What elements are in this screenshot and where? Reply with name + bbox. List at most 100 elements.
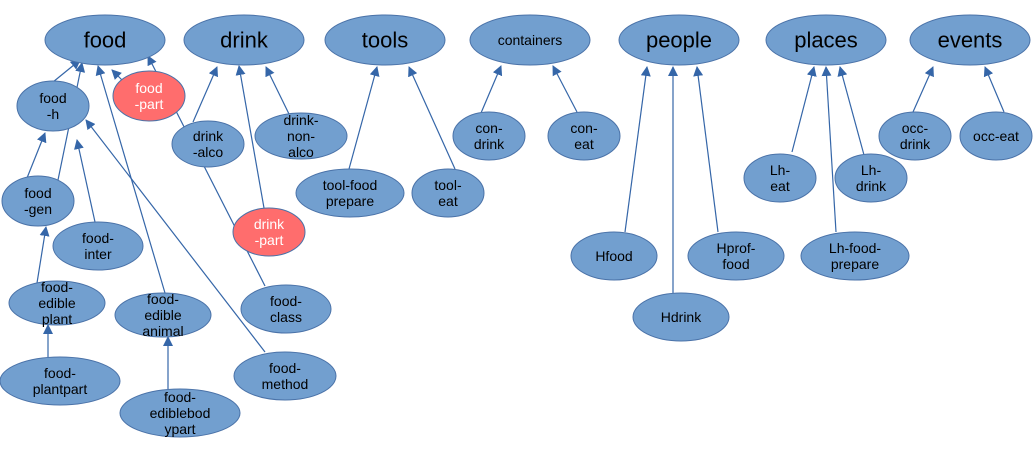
node-label-line: prepare <box>831 256 879 272</box>
node-label-line: inter <box>84 246 112 262</box>
edge-con-eat-to-containers <box>552 65 578 113</box>
edge-food-gen-to-food-h <box>26 132 47 179</box>
node-label-line: eat <box>770 178 790 194</box>
node-food-method[interactable]: food-method <box>233 351 337 401</box>
node-shape <box>909 14 1031 66</box>
node-occ-eat[interactable]: occ-eat <box>959 111 1033 161</box>
node-label-line: non- <box>287 128 315 144</box>
node-shape <box>52 221 144 271</box>
node-shape <box>324 14 446 66</box>
node-places[interactable]: places <box>765 14 887 66</box>
node-shape <box>232 207 306 257</box>
edge-tool-food-prepare-to-tools <box>348 66 380 170</box>
node-food[interactable]: food <box>44 14 166 66</box>
node-shape <box>570 231 658 281</box>
node-lh-drink[interactable]: Lh-drink <box>834 153 908 203</box>
node-food-inter[interactable]: food-inter <box>52 221 144 271</box>
edge-food-part-to-food <box>111 69 123 81</box>
node-label-line: -part <box>135 96 164 112</box>
node-food-gen[interactable]: food-gen <box>1 175 75 227</box>
edge-drink-non-alco-to-drink <box>265 66 290 115</box>
node-shape <box>0 356 121 406</box>
node-hfood[interactable]: Hfood <box>570 231 658 281</box>
node-shape <box>44 14 166 66</box>
node-label-line: containers <box>498 32 563 48</box>
node-label-line: food- <box>41 279 73 295</box>
edge-drink-part-to-drink <box>235 65 265 209</box>
node-label-line: -gen <box>24 201 52 217</box>
node-label-line: ypart <box>164 421 195 437</box>
node-label-line: alco <box>288 144 314 160</box>
node-drink-non-alco[interactable]: drink-non-alco <box>254 112 348 160</box>
node-label-line: places <box>794 28 858 53</box>
edges-layer <box>26 55 1005 389</box>
node-label-line: edible <box>144 307 182 323</box>
node-shape <box>183 14 305 66</box>
node-label-line: -part <box>255 232 284 248</box>
node-label-line: prepare <box>326 193 374 209</box>
node-label-line: Hprof- <box>717 240 756 256</box>
node-label-line: con- <box>475 120 503 136</box>
node-label-line: food- <box>82 230 114 246</box>
node-label-line: drink <box>900 136 931 152</box>
edge-con-drink-to-containers <box>480 65 503 114</box>
node-hprof-food[interactable]: Hprof-food <box>687 231 785 281</box>
node-label-line: food <box>24 185 51 201</box>
node-tool-eat[interactable]: tool-eat <box>411 168 485 218</box>
node-label-line: drink <box>474 136 505 152</box>
node-drink[interactable]: drink <box>183 14 305 66</box>
node-label-line: food <box>39 90 66 106</box>
node-lh-food-prepare[interactable]: Lh-food-prepare <box>800 231 910 281</box>
node-label-line: eat <box>438 193 458 209</box>
node-drink-part[interactable]: drink-part <box>232 207 306 257</box>
node-containers[interactable]: containers <box>469 14 591 66</box>
node-food-plantpart[interactable]: food-plantpart <box>0 356 121 406</box>
node-events[interactable]: events <box>909 14 1031 66</box>
node-hdrink[interactable]: Hdrink <box>632 292 730 342</box>
node-shape <box>112 70 186 122</box>
node-label-line: plant <box>42 311 72 327</box>
node-food-class[interactable]: food-class <box>240 284 332 334</box>
edge-tool-eat-to-tools <box>408 66 456 170</box>
node-shape <box>119 388 241 438</box>
node-label-line: drink- <box>283 112 318 128</box>
node-shape <box>233 351 337 401</box>
node-con-eat[interactable]: con-eat <box>547 111 621 161</box>
node-shape <box>114 292 212 338</box>
node-shape <box>16 80 90 132</box>
node-label-line: Lh- <box>770 162 791 178</box>
edge-drink-alco-to-drink <box>192 66 218 123</box>
node-lh-eat[interactable]: Lh-eat <box>743 153 817 203</box>
node-label-line: -h <box>47 106 59 122</box>
edge-occ-drink-to-events <box>912 66 934 113</box>
node-shape <box>765 14 887 66</box>
edge-food-method-to-food-h <box>85 119 266 353</box>
node-people[interactable]: people <box>618 14 740 66</box>
nodes-layer: food drink tools containers people places even… <box>0 14 1033 438</box>
node-occ-drink[interactable]: occ-drink <box>878 111 952 161</box>
node-label-line: drink <box>254 216 285 232</box>
node-shape <box>632 292 730 342</box>
node-label-line: class <box>270 309 302 325</box>
node-food-part[interactable]: food-part <box>112 70 186 122</box>
node-label-line: Hfood <box>595 248 632 264</box>
node-label-line: drink <box>220 28 269 53</box>
node-shape <box>171 120 245 168</box>
node-food-h[interactable]: food-h <box>16 80 90 132</box>
node-tools[interactable]: tools <box>324 14 446 66</box>
node-shape <box>547 111 621 161</box>
node-shape <box>8 280 106 326</box>
node-shape <box>254 112 348 160</box>
node-label-line: food- <box>269 360 301 376</box>
node-label-line: eat <box>574 136 594 152</box>
node-drink-alco[interactable]: drink-alco <box>171 120 245 168</box>
node-con-drink[interactable]: con-drink <box>452 111 526 161</box>
node-shape <box>240 284 332 334</box>
node-label-line: food <box>135 80 162 96</box>
node-shape <box>295 168 405 218</box>
